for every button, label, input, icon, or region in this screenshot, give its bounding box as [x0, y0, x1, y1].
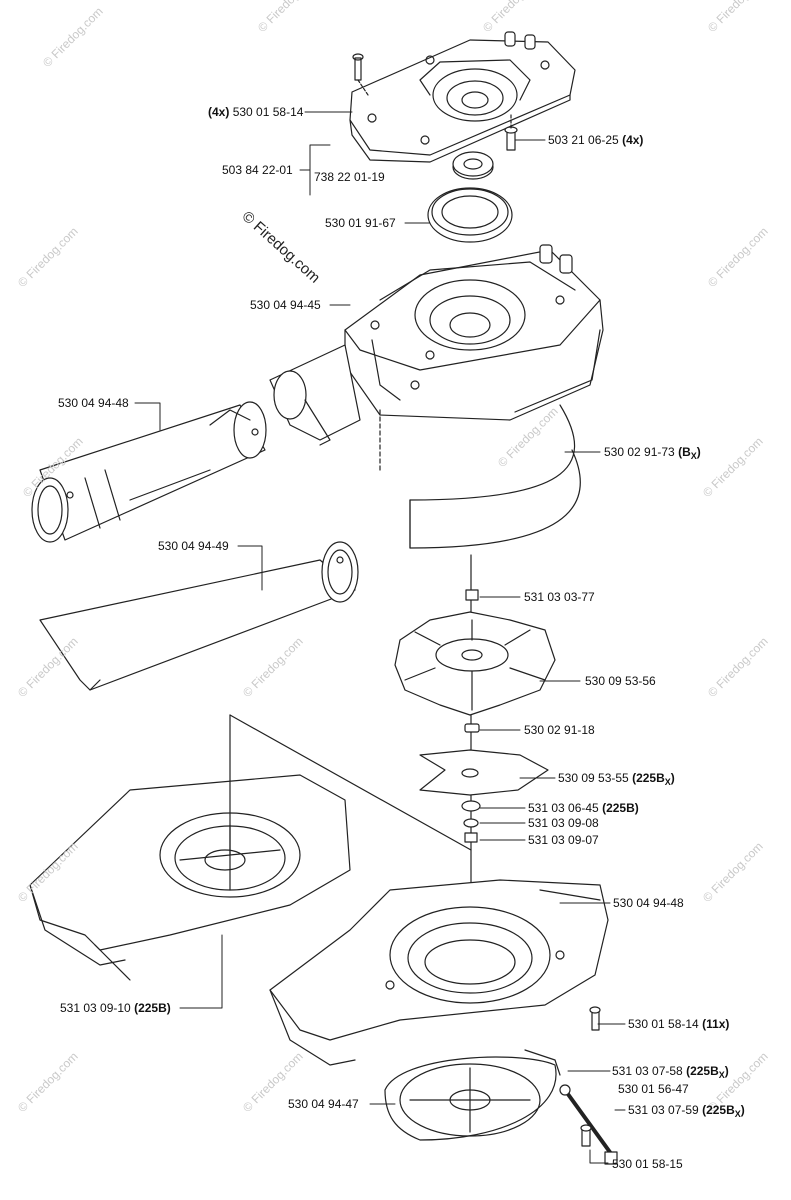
- part-label-p20: 531 03 07-58 (225BX): [612, 1064, 729, 1080]
- blow-tube: [31, 401, 267, 543]
- impeller: [394, 611, 556, 716]
- part-label-p18: 531 03 09-10 (225B): [60, 1001, 171, 1015]
- screw-11x: [589, 1006, 601, 1031]
- pin-rod: [559, 1084, 618, 1165]
- washer-1: [461, 800, 481, 812]
- part-label-p9: 530 04 94-49: [158, 539, 229, 553]
- screw-small: [464, 723, 480, 733]
- cutter-blade: [419, 749, 549, 796]
- lower-housing-left: [29, 774, 351, 981]
- part-label-p2: 503 21 06-25 (4x): [548, 133, 644, 147]
- part-label-p16: 531 03 09-07: [528, 833, 599, 847]
- seal-ring: [427, 187, 513, 243]
- nut-bottom: [464, 832, 478, 843]
- part-label-p14: 531 03 06-45 (225B): [528, 801, 639, 815]
- top-screw: [352, 53, 369, 96]
- shield-band: [409, 404, 581, 549]
- intake-cover: [384, 1049, 561, 1141]
- part-label-p8: 530 02 91-73 (BX): [604, 445, 701, 461]
- upper-housing: [269, 244, 604, 446]
- part-label-p17: 530 04 94-48: [613, 896, 684, 910]
- part-label-p24: 530 01 58-15: [612, 1157, 683, 1171]
- part-label-p3: 503 84 22-01: [222, 163, 293, 177]
- bearing: [452, 151, 494, 180]
- label-leaders: [134, 111, 626, 1164]
- nut-top: [465, 589, 479, 601]
- part-label-p12: 530 02 91-18: [524, 723, 595, 737]
- part-label-p11: 530 09 53-56: [585, 674, 656, 688]
- lower-housing-right: [269, 879, 609, 1066]
- part-label-p7: 530 04 94-48: [58, 396, 129, 410]
- part-label-p19: 530 01 58-14 (11x): [628, 1017, 730, 1031]
- top-cover-plate: [349, 31, 576, 163]
- part-label-p23: 530 04 94-47: [288, 1097, 359, 1111]
- part-label-p6: 530 04 94-45: [250, 298, 321, 312]
- nozzle: [39, 541, 359, 691]
- part-label-p13: 530 09 53-55 (225BX): [558, 771, 675, 787]
- bottom-screw: [580, 1124, 592, 1147]
- part-label-p10: 531 03 03-77: [524, 590, 595, 604]
- part-label-p1: (4x) 530 01 58-14: [208, 105, 304, 119]
- part-label-p15: 531 03 09-08: [528, 816, 599, 830]
- leader-triangle-b: [229, 714, 472, 851]
- part-label-p4: 738 22 01-19: [314, 170, 385, 184]
- part-label-p21: 530 01 56-47: [618, 1082, 689, 1096]
- part-label-p5: 530 01 91-67: [325, 216, 396, 230]
- washer-2: [463, 818, 479, 828]
- part-label-p22: 531 03 07-59 (225BX): [628, 1103, 745, 1119]
